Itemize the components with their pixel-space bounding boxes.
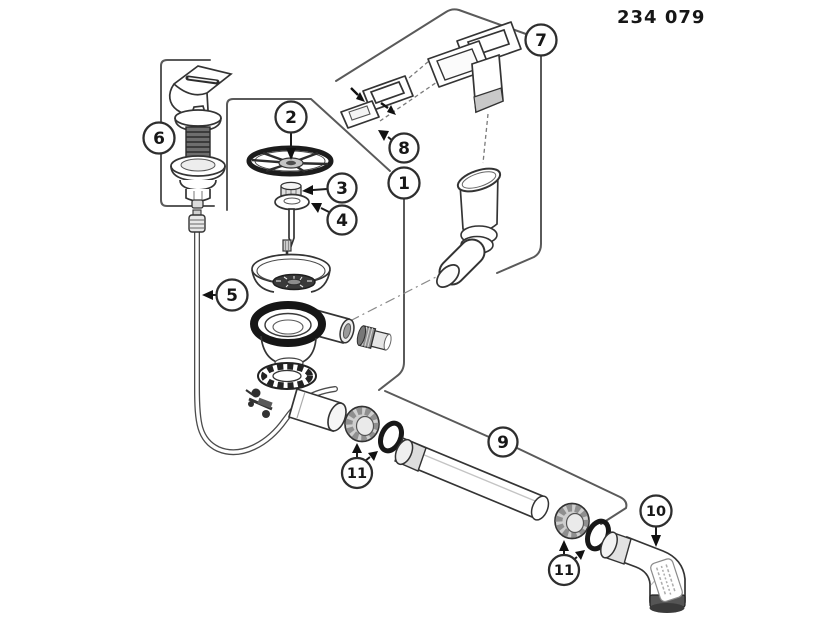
svg-text:3: 3 — [336, 179, 348, 199]
callout-6: 6 — [142, 121, 176, 155]
basket-slots — [276, 276, 312, 288]
part-overflow-body — [471, 53, 504, 114]
callout-5: 5 — [215, 278, 249, 312]
assembly-direction-arrows — [350, 87, 396, 115]
part-plug-stem — [274, 193, 310, 248]
part-lower-flange — [257, 362, 317, 390]
part-clamp-lever — [245, 388, 273, 418]
part-locking-nut — [280, 181, 302, 197]
part-number-label: 234 079 — [617, 7, 705, 28]
overflow-alignment-dashes — [376, 60, 489, 164]
part-o-ring-a — [378, 420, 404, 454]
part-overflow-covers — [340, 75, 414, 129]
svg-text:6: 6 — [153, 129, 165, 149]
svg-text:8: 8 — [398, 139, 410, 159]
svg-text:11: 11 — [347, 466, 367, 482]
callout-10: 10 — [639, 494, 673, 528]
hose-top-connector — [188, 209, 206, 233]
bracket-callout-9 — [384, 390, 628, 525]
outlet-to-elbow-centerline — [349, 276, 437, 322]
callout-arrows — [202, 130, 661, 562]
part-connection-pipe — [394, 437, 550, 521]
svg-text:5: 5 — [226, 286, 238, 306]
callout-7: 7 — [524, 23, 558, 57]
part-tailpipe — [287, 387, 347, 433]
svg-text:4: 4 — [336, 211, 348, 231]
callout-2: 2 — [274, 100, 308, 134]
part-sieve-basket — [251, 239, 331, 293]
callout-1: 1 — [387, 166, 421, 200]
callout-9: 9 — [487, 426, 519, 458]
part-hose-nipple — [356, 325, 392, 351]
callout-8: 8 — [388, 132, 420, 164]
bracket-callout-7 — [335, 8, 542, 274]
elbow-print-label — [650, 558, 683, 603]
callout-11a: 11 — [340, 456, 374, 490]
svg-text:10: 10 — [646, 504, 666, 520]
svg-text:9: 9 — [497, 433, 509, 453]
callout-11b: 11 — [547, 553, 581, 587]
callout-4: 4 — [326, 204, 358, 236]
svg-text:1: 1 — [398, 174, 410, 194]
svg-text:7: 7 — [535, 31, 547, 51]
part-air-switch-button — [168, 65, 233, 209]
svg-text:11: 11 — [554, 563, 574, 579]
callout-3: 3 — [326, 172, 358, 204]
part-drain-body-seal — [250, 301, 326, 369]
svg-text:2: 2 — [285, 108, 297, 128]
part-union-nut-a — [344, 405, 380, 443]
bracket-callout-1 — [226, 98, 405, 391]
part-union-nut-b — [554, 502, 590, 540]
part-overflow-elbow — [436, 167, 502, 288]
part-outlet-elbow — [600, 531, 686, 613]
